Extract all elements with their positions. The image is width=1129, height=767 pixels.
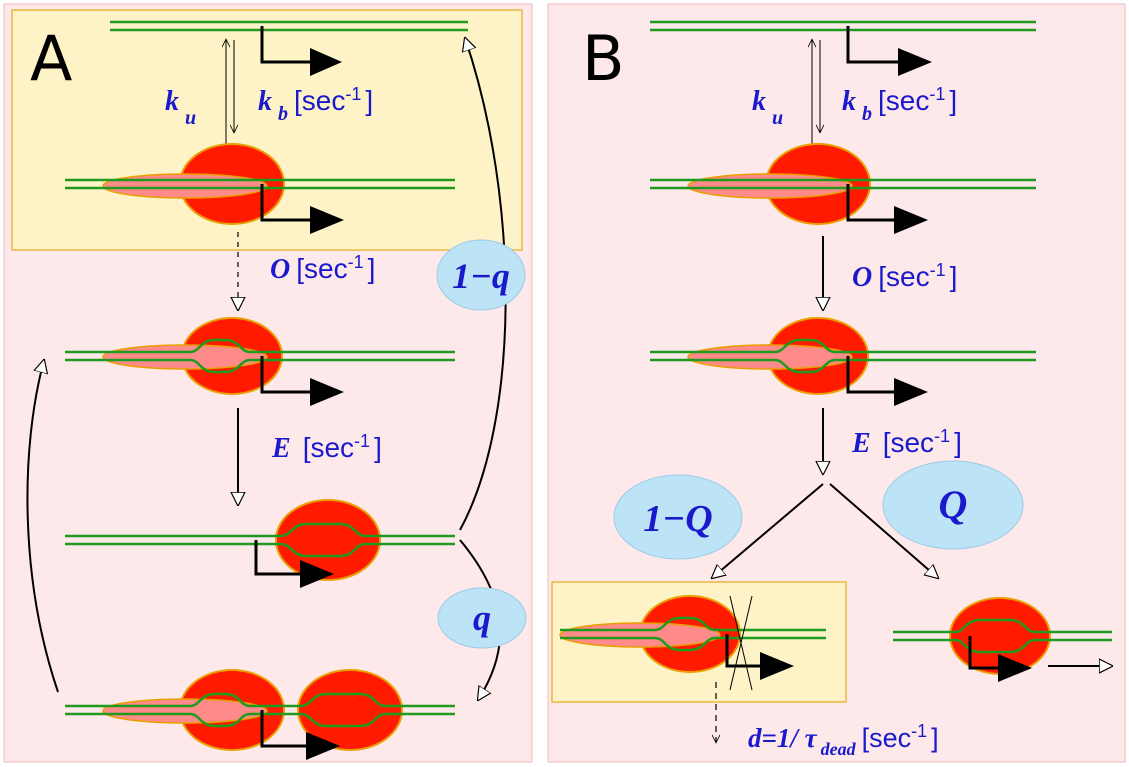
- bubble-q: [437, 587, 527, 649]
- reinitiated-complex: [65, 669, 455, 760]
- bubble-q-label: q: [473, 598, 491, 638]
- bubble-one-minus-Q-label: 1−Q: [643, 498, 712, 540]
- escaping-complex: [893, 597, 1112, 682]
- closed-complex-b: [650, 143, 1036, 234]
- promoter-free-b: [650, 20, 1036, 76]
- bubble-one-minus-q: [436, 239, 526, 311]
- return-arrow-left: [26, 360, 59, 693]
- dead-complex: [559, 595, 826, 691]
- bubble-Q-label: Q: [939, 482, 968, 527]
- bubble-one-minus-Q: [613, 474, 743, 560]
- open-complex: [65, 317, 455, 406]
- label-o-rate: O[sec-1]: [270, 252, 375, 285]
- label-o-rate-b: O[sec-1]: [852, 260, 957, 293]
- label-e-rate: E[sec-1]: [271, 431, 382, 464]
- open-complex-b: [650, 317, 1036, 406]
- panel-b-letter: B: [582, 22, 625, 95]
- label-ku: ku: [165, 86, 196, 129]
- promoter-free: [110, 20, 468, 76]
- transcript: [102, 173, 268, 199]
- panel-a-letter: A: [30, 22, 72, 95]
- bubble-one-minus-q-label: 1−q: [452, 256, 510, 296]
- promoter-arrow-icon: [310, 48, 342, 76]
- bubble-Q: [882, 460, 1024, 550]
- closed-complex: [65, 143, 455, 234]
- elongating-complex: [65, 499, 455, 588]
- label-e-rate-b: E[sec-1]: [851, 426, 962, 459]
- label-ku-b: ku: [752, 86, 783, 129]
